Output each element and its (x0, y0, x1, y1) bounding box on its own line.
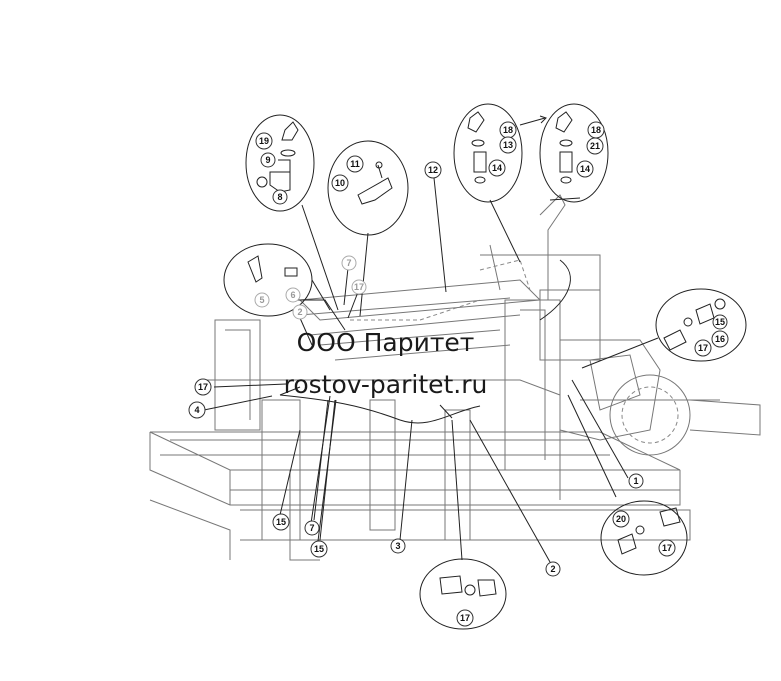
callout-19: 19 (255, 132, 273, 150)
svg-text:1: 1 (633, 476, 638, 486)
svg-text:13: 13 (503, 140, 513, 150)
svg-text:5: 5 (259, 295, 264, 305)
callout-5: 5 (254, 292, 270, 308)
callout-8: 8 (272, 189, 288, 205)
svg-text:14: 14 (492, 163, 502, 173)
callout-11: 11 (346, 155, 364, 173)
detail-bubble-right-fittings (655, 288, 747, 362)
callout-15c: 15 (310, 540, 328, 558)
detail-bubble-bottom-right (600, 500, 688, 576)
svg-text:6: 6 (290, 290, 295, 300)
svg-text:14: 14 (580, 164, 590, 174)
callout-14a: 14 (488, 159, 506, 177)
svg-text:17: 17 (698, 343, 708, 353)
callout-17c: 17 (194, 378, 212, 396)
callout-14b: 14 (576, 160, 594, 178)
svg-text:15: 15 (276, 517, 286, 527)
callout-7a: 7 (341, 255, 357, 271)
svg-text:15: 15 (314, 544, 324, 554)
svg-text:8: 8 (277, 192, 282, 202)
callout-7b: 7 (304, 520, 320, 536)
svg-text:2: 2 (550, 564, 555, 574)
svg-text:3: 3 (395, 541, 400, 551)
callout-18a: 18 (499, 121, 517, 139)
callout-13: 13 (499, 136, 517, 154)
svg-text:17: 17 (460, 613, 470, 623)
svg-text:7: 7 (346, 258, 351, 268)
detail-bubble-bottom-center (419, 558, 507, 630)
callout-17a: 17 (351, 279, 367, 295)
detail-bubble-elbow (245, 114, 315, 212)
callout-2a: 2 (292, 304, 308, 320)
svg-text:17: 17 (662, 543, 672, 553)
callout-3: 3 (390, 538, 406, 554)
callout-20: 20 (612, 510, 630, 528)
detail-bubble-fitting-top-left (453, 103, 523, 203)
callout-21: 21 (586, 137, 604, 155)
svg-text:9: 9 (265, 155, 270, 165)
watermark-site: rostov-paritet.ru (283, 370, 488, 399)
svg-text:18: 18 (591, 125, 601, 135)
callout-6: 6 (285, 287, 301, 303)
svg-text:17: 17 (198, 382, 208, 392)
svg-text:21: 21 (590, 141, 600, 151)
svg-text:17: 17 (354, 282, 364, 292)
callout-12: 12 (424, 161, 442, 179)
leader-lines (203, 177, 659, 563)
callout-1: 1 (628, 473, 644, 489)
callout-17e: 17 (456, 609, 474, 627)
svg-text:15: 15 (715, 317, 725, 327)
svg-text:4: 4 (194, 405, 199, 415)
svg-text:18: 18 (503, 125, 513, 135)
svg-text:7: 7 (309, 523, 314, 533)
callout-17d: 17 (658, 539, 676, 557)
callout-10: 10 (331, 174, 349, 192)
callout-9: 9 (260, 152, 276, 168)
callout-15a: 15 (712, 314, 728, 330)
callout-15b: 15 (272, 513, 290, 531)
callout-18b: 18 (587, 121, 605, 139)
callout-4: 4 (188, 401, 206, 419)
svg-text:12: 12 (428, 165, 438, 175)
svg-text:2: 2 (297, 307, 302, 317)
svg-text:19: 19 (259, 136, 269, 146)
callout-16: 16 (711, 330, 729, 348)
callout-2b: 2 (545, 561, 561, 577)
machine-frame (149, 194, 761, 561)
svg-text:16: 16 (715, 334, 725, 344)
svg-text:10: 10 (335, 178, 345, 188)
svg-text:11: 11 (350, 159, 360, 169)
callout-17b: 17 (694, 339, 712, 357)
detail-bubble-fitting-top-right (519, 103, 609, 203)
svg-text:20: 20 (616, 514, 626, 524)
watermark-company: ООО Паритет (296, 328, 475, 357)
